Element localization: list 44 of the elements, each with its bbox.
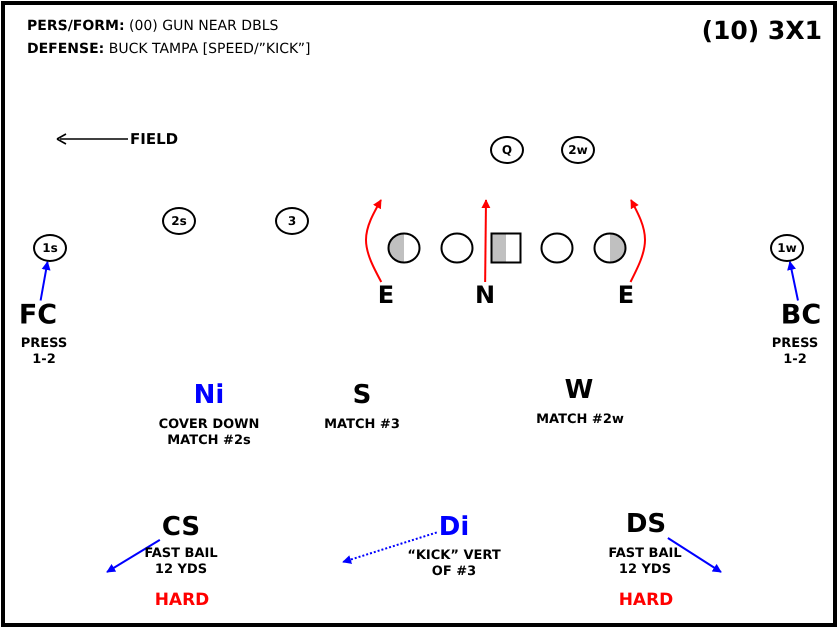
assignment-note: FAST BAIL 12 YDS bbox=[607, 546, 683, 578]
position-label: Di bbox=[438, 514, 470, 540]
position-label: FC bbox=[18, 302, 58, 328]
position-label: E bbox=[378, 283, 394, 307]
arrow bbox=[40, 260, 51, 301]
assignment-note: PRESS 1-2 bbox=[770, 336, 820, 368]
header-text: PERS/FORM: (00) GUN NEAR DBLS bbox=[27, 18, 278, 34]
position-label: Ni bbox=[194, 382, 224, 408]
position-label: E bbox=[618, 283, 634, 307]
position-label: CS bbox=[162, 514, 200, 540]
arrow bbox=[106, 539, 160, 573]
position-label: W bbox=[564, 377, 594, 403]
center-square bbox=[490, 232, 522, 264]
direction-label: FIELD bbox=[130, 130, 178, 148]
assignment-note: “KICK” VERT OF #3 bbox=[406, 548, 502, 580]
header-text: DEFENSE: BUCK TAMPA [SPEED/”KICK”] bbox=[27, 41, 310, 57]
arrow bbox=[667, 537, 722, 573]
diagram-title: (10) 3X1 bbox=[702, 16, 822, 45]
lineman-circle bbox=[388, 232, 420, 264]
arrow bbox=[365, 199, 382, 282]
assignment-note: FAST BAIL 12 YDS bbox=[143, 546, 219, 578]
position-label: DS bbox=[626, 511, 666, 537]
player-circle: 2w bbox=[561, 136, 595, 164]
technique-note: HARD bbox=[618, 590, 674, 612]
assignment-note: COVER DOWN MATCH #2s bbox=[158, 417, 260, 450]
position-label: BC bbox=[780, 302, 822, 328]
player-circle: 1s bbox=[33, 234, 67, 262]
lineman-circle bbox=[440, 232, 474, 264]
arrow bbox=[342, 531, 438, 564]
lineman-circle bbox=[594, 232, 626, 264]
lineman-circle bbox=[540, 232, 574, 264]
arrow bbox=[481, 199, 490, 282]
arrow bbox=[630, 199, 646, 282]
assignment-note: MATCH #3 bbox=[323, 417, 401, 434]
player-circle: 2s bbox=[162, 207, 196, 235]
position-label: S bbox=[352, 382, 372, 408]
technique-note: HARD bbox=[154, 590, 210, 612]
player-circle: 3 bbox=[275, 207, 309, 235]
arrow bbox=[787, 260, 799, 301]
assignment-note: MATCH #2w bbox=[535, 412, 625, 428]
player-circle: Q bbox=[490, 136, 524, 164]
position-label: N bbox=[474, 283, 496, 307]
assignment-note: PRESS 1-2 bbox=[20, 336, 68, 368]
player-circle: 1w bbox=[770, 234, 804, 262]
